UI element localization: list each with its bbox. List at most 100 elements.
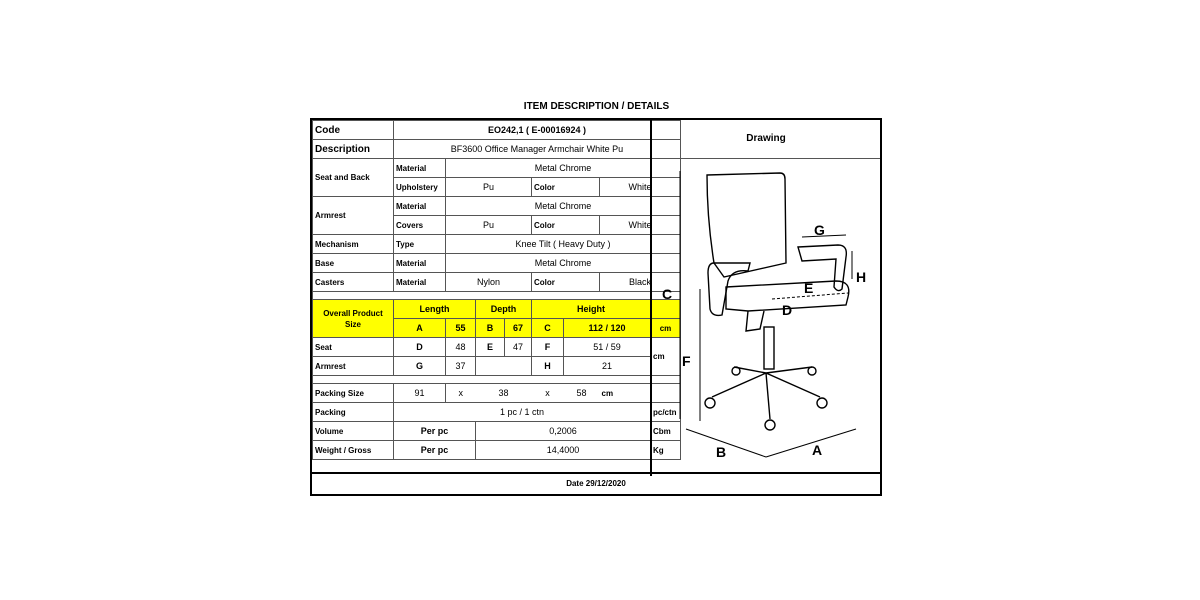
dim-line-b xyxy=(685,428,767,458)
volume-value: 0,2006 xyxy=(475,421,651,441)
label-f: F xyxy=(682,353,691,369)
dimension-lines xyxy=(679,171,857,458)
dim-f-letter: F xyxy=(531,337,564,357)
overall-label: Overall Product Size xyxy=(312,299,394,338)
dim-c-value: 112 / 120 xyxy=(563,318,651,338)
volume-per: Per pc xyxy=(393,421,476,441)
dim-g-value: 37 xyxy=(445,356,476,376)
seat-material-label: Material xyxy=(393,158,446,178)
row-volume: Volume Per pc 0,2006 Cbm xyxy=(312,421,681,441)
label-c: C xyxy=(662,286,672,302)
dim-h-letter: H xyxy=(531,356,564,376)
chair-arm-right xyxy=(797,244,848,292)
spec-table: Code EO242,1 ( E-00016924 ) Description … xyxy=(312,120,681,460)
mechanism-label: Mechanism xyxy=(312,234,394,254)
label-e: E xyxy=(804,280,813,296)
dim-line-a xyxy=(765,428,857,458)
chair-seat xyxy=(725,280,850,312)
base-material-label: Material xyxy=(393,253,446,273)
dim-line-e xyxy=(771,292,849,300)
armrest-label: Armrest xyxy=(312,196,394,235)
caster-5 xyxy=(807,366,817,376)
seat-back-label: Seat and Back xyxy=(312,158,394,197)
dim-d-value: 48 xyxy=(445,337,476,357)
dim-g-letter: G xyxy=(393,356,446,376)
row-mechanism: Mechanism Type Knee Tilt ( Heavy Duty ) xyxy=(312,234,681,254)
label-a: A xyxy=(812,442,822,458)
row-seat-upholstery: Upholstery Pu Color White xyxy=(313,177,681,197)
caster-1 xyxy=(704,397,716,409)
packing-length: 91 xyxy=(393,383,446,403)
mechanism-type-label: Type xyxy=(393,234,446,254)
label-h: H xyxy=(856,269,866,285)
dim-a-letter: A xyxy=(393,318,446,338)
row-overall-values: A 55 B 67 C 112 / 120 cm xyxy=(313,318,681,338)
packing-size-label: Packing Size xyxy=(312,383,394,403)
code-label: Code xyxy=(312,120,394,140)
chair-mechanism xyxy=(745,310,765,332)
height-label: Height xyxy=(531,299,651,319)
row-armrest-material: Armrest Material Metal Chrome xyxy=(312,196,681,235)
dim-e-letter: E xyxy=(475,337,505,357)
mechanism-type-value: Knee Tilt ( Heavy Duty ) xyxy=(445,234,681,254)
dim-a-value: 55 xyxy=(445,318,476,338)
row-seat-material: Seat and Back Material Metal Chrome xyxy=(312,158,681,197)
casters-material-value: Nylon xyxy=(445,272,532,292)
casters-label: Casters xyxy=(312,272,394,292)
sheet-title: ITEM DESCRIPTION / DETAILS xyxy=(523,101,670,112)
description-label: Description xyxy=(312,139,394,159)
row-casters: Casters Material Nylon Color Black xyxy=(312,272,681,292)
packing-height: 58 xyxy=(563,383,600,403)
code-value: EO242,1 ( E-00016924 ) xyxy=(393,120,681,140)
date-row: Date 29/12/2020 xyxy=(312,472,880,494)
caster-4 xyxy=(731,366,741,376)
base-label: Base xyxy=(312,253,394,273)
drawing-label: Drawing xyxy=(652,120,880,159)
packing-value: 1 pc / 1 ctn xyxy=(393,402,651,422)
packing-x2: x xyxy=(531,383,564,403)
weight-value: 14,4000 xyxy=(475,440,651,460)
casters-color-label: Color xyxy=(531,272,600,292)
caster-3 xyxy=(764,419,776,431)
upholstery-label: Upholstery xyxy=(393,177,446,197)
chair-backrest xyxy=(706,172,787,278)
dim-b-value: 67 xyxy=(504,318,532,338)
dim-h-value: 21 xyxy=(563,356,651,376)
spacer-row xyxy=(312,291,681,300)
dim-line-g xyxy=(801,234,847,238)
upholstery-value: Pu xyxy=(445,177,532,197)
label-d: D xyxy=(782,302,792,318)
spec-sheet: Code EO242,1 ( E-00016924 ) Description … xyxy=(310,118,882,496)
row-weight: Weight / Gross Per pc 14,4000 Kg xyxy=(312,440,681,460)
armrest-dims-label: Armrest xyxy=(312,356,394,376)
overall-unit: cm xyxy=(650,318,681,338)
row-overall-header: Overall Product Size Length Depth Height xyxy=(312,299,681,338)
seat-material-value: Metal Chrome xyxy=(445,158,681,178)
casters-material-label: Material xyxy=(393,272,446,292)
chair-arm-left xyxy=(707,262,751,317)
row-description: Description BF3600 Office Manager Armcha… xyxy=(312,139,681,159)
seat-color-label: Color xyxy=(531,177,600,197)
packing-label: Packing xyxy=(312,402,394,422)
weight-unit: Kg xyxy=(650,440,681,460)
dim-e-value: 47 xyxy=(504,337,532,357)
spacer-row-2 xyxy=(312,375,681,384)
packing-x1: x xyxy=(445,383,476,403)
covers-value: Pu xyxy=(445,215,532,235)
row-packing-size: Packing Size 91 x 38 x 58 cm xyxy=(312,383,681,403)
label-b: B xyxy=(716,444,726,460)
seat-dims-label: Seat xyxy=(312,337,394,357)
row-packing: Packing 1 pc / 1 ctn pc/ctn xyxy=(312,402,681,422)
volume-label: Volume xyxy=(312,421,394,441)
length-label: Length xyxy=(393,299,476,319)
caster-2 xyxy=(816,397,828,409)
armrest-material-label: Material xyxy=(393,196,446,216)
row-code: Code EO242,1 ( E-00016924 ) xyxy=(312,120,681,140)
covers-label: Covers xyxy=(393,215,446,235)
depth-label: Depth xyxy=(475,299,532,319)
chair-outline xyxy=(704,172,850,431)
base-material-value: Metal Chrome xyxy=(445,253,681,273)
row-base: Base Material Metal Chrome xyxy=(312,253,681,273)
packing-width: 38 xyxy=(475,383,532,403)
dim-d-letter: D xyxy=(393,337,446,357)
